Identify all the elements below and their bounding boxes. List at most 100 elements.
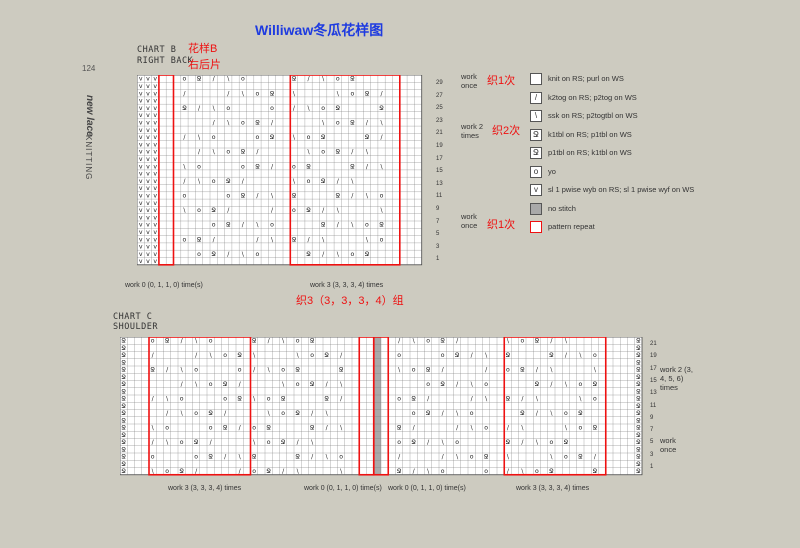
stitch-symbol: Ջ: [636, 432, 641, 439]
stitch-symbol: /: [308, 76, 311, 83]
ssk-icon: \: [530, 110, 542, 123]
chart-c-work-once: work once: [660, 436, 677, 454]
stitch-symbol: Ջ: [310, 425, 315, 432]
stitch-symbol: v: [146, 127, 150, 134]
stitch-symbol: o: [578, 381, 582, 388]
stitch-symbol: /: [398, 454, 401, 461]
stitch-symbol: /: [152, 352, 155, 359]
chart-c-caption-4: work 3 (3, 3, 3, 4) times: [516, 485, 590, 492]
stitch-symbol: /: [183, 178, 186, 185]
stitch-symbol: Ջ: [365, 251, 370, 258]
row-number: 19: [650, 353, 657, 360]
stitch-symbol: \: [183, 163, 186, 170]
stitch-symbol: /: [297, 439, 300, 446]
stitch-symbol: o: [223, 396, 227, 403]
row-number: 5: [436, 231, 440, 238]
stitch-symbol: Ջ: [150, 367, 155, 374]
stitch-symbol: v: [139, 236, 143, 243]
stitch-symbol: v: [146, 105, 150, 112]
stitch-symbol: /: [268, 338, 271, 345]
legend-label: k2tog on RS; p2tog on WS: [548, 92, 637, 102]
stitch-symbol: Ջ: [211, 207, 216, 214]
stitch-symbol: Ջ: [165, 338, 170, 345]
stitch-symbol: /: [183, 134, 186, 141]
stitch-symbol: Ջ: [197, 236, 202, 243]
stitch-symbol: o: [426, 338, 430, 345]
stitch-symbol: v: [153, 156, 157, 163]
stitch-symbol: o: [397, 396, 401, 403]
stitch-symbol: v: [146, 192, 150, 199]
stitch-symbol: o: [209, 338, 213, 345]
legend-item: no stitch: [530, 202, 576, 216]
legend-item: \ssk on RS; p2togtbl on WS: [530, 109, 638, 123]
stitch-symbol: /: [282, 468, 285, 475]
stitch-symbol: v: [139, 149, 143, 156]
stitch-symbol: \: [366, 236, 369, 243]
stitch-symbol: \: [282, 381, 285, 388]
stitch-symbol: /: [366, 163, 369, 170]
stitch-symbol: v: [139, 90, 143, 97]
stitch-symbol: Ջ: [578, 454, 583, 461]
stitch-symbol: /: [195, 468, 198, 475]
stitch-symbol: v: [153, 90, 157, 97]
stitch-symbol: Ջ: [306, 163, 311, 170]
stitch-symbol: Ջ: [270, 134, 275, 141]
stitch-symbol: \: [213, 149, 216, 156]
stitch-symbol: o: [292, 207, 296, 214]
stitch-symbol: v: [139, 192, 143, 199]
stitch-symbol: v: [153, 207, 157, 214]
stitch-symbol: \: [398, 367, 401, 374]
stitch-symbol: /: [413, 425, 416, 432]
stitch-symbol: /: [456, 381, 459, 388]
stitch-symbol: o: [564, 454, 568, 461]
stitch-symbol: Ջ: [292, 76, 297, 83]
stitch-symbol: \: [485, 396, 488, 403]
stitch-symbol: Ջ: [310, 338, 315, 345]
stitch-symbol: Ջ: [266, 468, 271, 475]
stitch-symbol: Ջ: [365, 90, 370, 97]
stitch-symbol: Ջ: [636, 338, 641, 345]
stitch-symbol: Ջ: [237, 396, 242, 403]
stitch-symbol: o: [252, 468, 256, 475]
stitch-symbol: Ջ: [121, 345, 126, 352]
stitch-symbol: /: [456, 338, 459, 345]
stitch-symbol: /: [227, 90, 230, 97]
stitch-symbol: \: [322, 236, 325, 243]
chart-b-work-once-top: work once: [461, 72, 478, 90]
slip-icon: v: [530, 184, 542, 197]
stitch-symbol: Ջ: [121, 403, 126, 410]
stitch-symbol: v: [139, 105, 143, 112]
stitch-symbol: Ջ: [121, 381, 126, 388]
stitch-symbol: o: [336, 119, 340, 126]
stitch-symbol: Ջ: [535, 338, 540, 345]
stitch-symbol: o: [226, 192, 230, 199]
stitch-symbol: v: [139, 141, 143, 148]
stitch-symbol: Ջ: [379, 222, 384, 229]
page-number: 124: [82, 64, 96, 73]
stitch-symbol: \: [521, 468, 524, 475]
stitch-symbol: \: [427, 468, 430, 475]
stitch-symbol: Ջ: [636, 425, 641, 432]
stitch-symbol: o: [241, 163, 245, 170]
stitch-symbol: Ջ: [270, 90, 275, 97]
chart-c-caption-3: work 0 (0, 1, 1, 0) time(s): [388, 485, 466, 492]
stitch-symbol: Ջ: [324, 396, 329, 403]
stitch-symbol: v: [153, 185, 157, 192]
chart-b-annotation-2: 右后片: [188, 59, 221, 71]
stitch-symbol: Ջ: [197, 76, 202, 83]
stitch-symbol: o: [212, 178, 216, 185]
stitch-symbol: Ջ: [520, 367, 525, 374]
stitch-symbol: \: [337, 90, 340, 97]
stitch-symbol: /: [351, 192, 354, 199]
stitch-symbol: v: [153, 105, 157, 112]
row-number: 9: [436, 206, 440, 212]
yo-icon: o: [530, 165, 542, 178]
stitch-symbol: o: [307, 178, 311, 185]
stitch-symbol: o: [183, 236, 187, 243]
stitch-symbol: /: [442, 454, 445, 461]
stitch-symbol: v: [153, 171, 157, 178]
stitch-symbol: Ջ: [121, 461, 126, 468]
row-number: 3: [650, 451, 654, 458]
